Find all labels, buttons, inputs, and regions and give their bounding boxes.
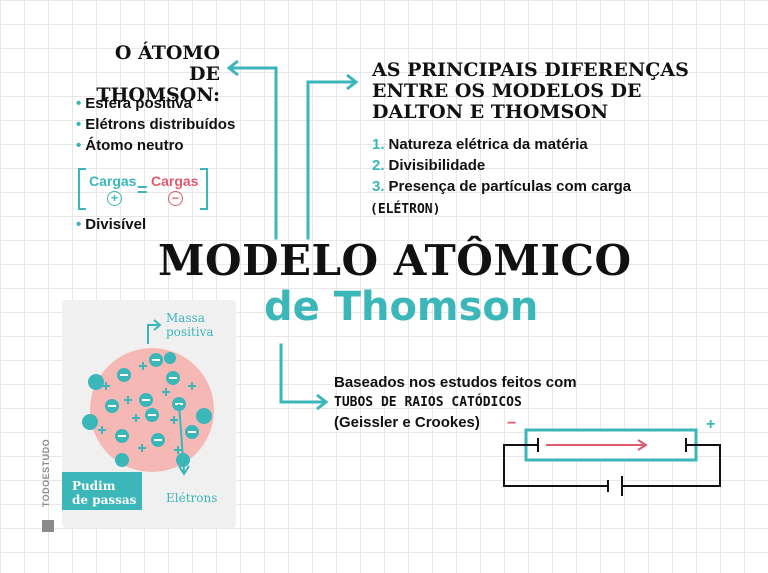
difference-number: 3.	[372, 178, 385, 195]
difference-number: 1.	[372, 136, 385, 153]
thomson-heading-line2: DE THOMSON:	[96, 63, 220, 106]
cathode-line2: TUBOS DE RAIOS CATÓDICOS	[334, 395, 522, 410]
cathode-line3: (Geissler e Crookes)	[334, 414, 480, 431]
equation-brackets	[78, 168, 208, 210]
differences-heading-line2: ENTRE OS MODELOS DE	[372, 80, 642, 102]
charge-equation: Cargas + = Cargas −	[77, 167, 209, 211]
difference-item: 1.Natureza elétrica da matéria	[372, 134, 631, 155]
brand-text: TODOESTUDO	[41, 438, 51, 508]
page-title: MODELO ATÔMICO	[158, 236, 632, 285]
cathode-minus-sign: −	[507, 415, 517, 432]
bullet-text: Elétrons distribuídos	[85, 116, 236, 133]
difference-number: 2.	[372, 157, 385, 174]
brand-logo	[42, 520, 54, 532]
minus-charge-icon: −	[168, 191, 183, 206]
electrons-label: Elétrons	[166, 491, 218, 505]
mass-label: Massa positiva	[166, 311, 214, 339]
differences-heading: AS PRINCIPAIS DIFERENÇAS ENTRE OS MODELO…	[372, 60, 689, 123]
bullet-item: •Esfera positiva	[76, 95, 192, 112]
pudim-label-line1: Pudim	[72, 479, 116, 493]
thomson-last-bullet: •Divisível	[76, 214, 146, 235]
pudim-label-line2: de passas	[72, 493, 137, 507]
bullet-item: •Átomo neutro	[76, 137, 184, 154]
pudim-label: Pudim de passas	[72, 479, 136, 507]
thomson-heading: O ÁTOMO DE THOMSON:	[64, 43, 220, 106]
page-subtitle: de Thomson	[264, 284, 539, 330]
difference-text: Divisibilidade	[388, 157, 486, 174]
difference-text: Natureza elétrica da matéria	[388, 136, 588, 153]
charge-right-label: Cargas	[151, 173, 199, 189]
electron-note: (ELÉTRON)	[370, 202, 441, 217]
difference-item: 3.Presença de partículas com carga	[372, 176, 631, 197]
bullet-text: Esfera positiva	[85, 95, 192, 112]
differences-heading-line3: DALTON E THOMSON	[372, 101, 609, 123]
difference-item: 2.Divisibilidade	[372, 155, 631, 176]
charge-left-label: Cargas	[89, 173, 137, 189]
cathode-ray-tube-diagram	[503, 428, 721, 496]
thomson-heading-line1: O ÁTOMO	[114, 42, 220, 64]
cathode-line1: Baseados nos estudos feitos com	[334, 374, 577, 391]
bullet-item: •Divisível	[76, 216, 147, 233]
equals-sign: =	[137, 180, 148, 200]
mass-label-line1: Massa	[166, 311, 205, 325]
differences-list: 1.Natureza elétrica da matéria 2.Divisib…	[372, 134, 631, 197]
cathode-text: Baseados nos estudos feitos com TUBOS DE…	[334, 373, 577, 433]
plus-charge-icon: +	[107, 191, 122, 206]
bullet-item: •Elétrons distribuídos	[76, 116, 236, 133]
plum-pudding-diagram	[62, 319, 214, 510]
bullet-text: Átomo neutro	[85, 137, 184, 154]
anode-plus-sign: +	[706, 416, 716, 433]
thomson-bullet-list: •Esfera positiva •Elétrons distribuídos …	[76, 93, 235, 156]
mass-label-line2: positiva	[166, 325, 214, 339]
bullet-text: Divisível	[85, 216, 147, 233]
difference-text: Presença de partículas com carga	[388, 178, 632, 195]
differences-heading-line1: AS PRINCIPAIS DIFERENÇAS	[372, 59, 689, 81]
